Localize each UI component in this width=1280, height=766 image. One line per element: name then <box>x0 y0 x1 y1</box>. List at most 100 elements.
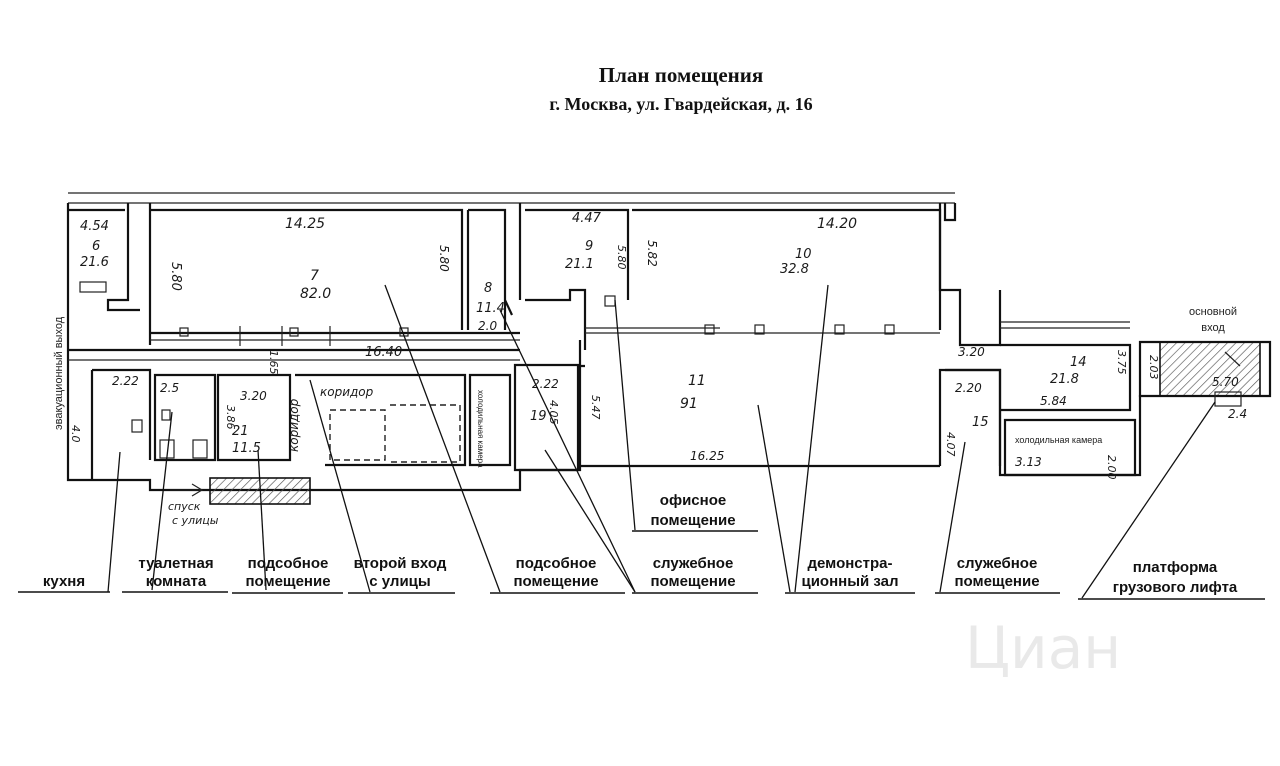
svg-text:21.6: 21.6 <box>80 255 109 270</box>
room-14-walls <box>1000 343 1132 412</box>
cold-small-walls <box>468 373 512 467</box>
svg-text:14: 14 <box>1070 355 1087 370</box>
page-subtitle: г. Москва, ул. Гвардейская, д. 16 <box>549 94 812 114</box>
svg-text:2.22: 2.22 <box>532 377 559 391</box>
svg-text:3.75: 3.75 <box>1115 350 1128 375</box>
cold-big-label: холодильная камера <box>1015 435 1102 445</box>
svg-text:3.86: 3.86 <box>224 405 237 430</box>
svg-text:2.22: 2.22 <box>112 374 139 388</box>
kitchen-walls <box>90 368 152 480</box>
svg-text:91: 91 <box>680 396 698 412</box>
svg-text:6: 6 <box>92 239 100 254</box>
svg-text:10: 10 <box>795 247 812 262</box>
cold-small-label: холодильная камера <box>476 390 485 468</box>
page-title: План помещения <box>599 63 763 87</box>
svg-text:11.5: 11.5 <box>232 441 261 456</box>
corridor-lower-walls <box>295 373 467 467</box>
callout-kitchen: кухня <box>43 573 85 590</box>
lift-platform-box <box>1214 391 1242 407</box>
svg-text:11: 11 <box>688 373 706 389</box>
room-21-walls <box>216 373 292 462</box>
stairs-arrow-icon <box>170 483 204 497</box>
svg-text:4.07: 4.07 <box>944 432 957 457</box>
callout-service1-1: служебное <box>653 555 734 572</box>
plan-inline-labels: коридор коридор холодильная камера холод… <box>168 306 1237 527</box>
svg-text:5.82: 5.82 <box>645 240 659 267</box>
callout-office-2: помещение <box>650 512 735 529</box>
corridor-ticks <box>179 326 409 346</box>
svg-text:21.1: 21.1 <box>565 257 594 272</box>
svg-text:4.47: 4.47 <box>572 211 602 226</box>
callout-aux1-2: помещение <box>245 573 330 590</box>
room-15-walls <box>945 368 1002 466</box>
svg-text:21: 21 <box>232 424 249 439</box>
svg-text:3.20: 3.20 <box>958 345 985 359</box>
dimension-labels: 16.40 1.65 2.22 4.0 2.5 3.20 3.13 2.00 5… <box>69 345 1247 480</box>
callout-demo-2: ционный зал <box>801 573 898 590</box>
room-11-walls <box>578 340 585 466</box>
svg-text:16.40: 16.40 <box>365 345 402 360</box>
svg-text:4.0: 4.0 <box>69 425 82 443</box>
stairs-label-2: с улицы <box>172 514 219 527</box>
room-19-walls <box>513 363 580 472</box>
svg-text:14.20: 14.20 <box>817 216 857 232</box>
dashed-partition <box>329 404 461 463</box>
svg-text:11.4: 11.4 <box>476 301 505 316</box>
corridor-label-b: коридор <box>287 398 301 452</box>
svg-text:3.20: 3.20 <box>240 389 267 403</box>
callout-service1-2: помещение <box>650 573 735 590</box>
svg-text:3.13: 3.13 <box>1015 455 1042 469</box>
main-entrance-label-1: основной <box>1189 306 1237 318</box>
callout-aux1-1: подсобное <box>248 555 329 572</box>
callout-entry2-2: с улицы <box>369 573 430 590</box>
svg-text:4.54: 4.54 <box>80 219 109 234</box>
main-entrance-stairs <box>1159 341 1261 397</box>
svg-text:2.4: 2.4 <box>1228 407 1247 421</box>
svg-text:82.0: 82.0 <box>300 286 331 302</box>
evac-exit-label: эвакуационный выход <box>53 316 65 430</box>
svg-text:16.25: 16.25 <box>690 449 724 463</box>
svg-text:5.80: 5.80 <box>615 245 628 270</box>
callout-aux2-2: помещение <box>513 573 598 590</box>
leader-lines <box>107 284 1216 599</box>
svg-text:8: 8 <box>484 281 492 296</box>
svg-text:21.8: 21.8 <box>1050 372 1079 387</box>
callout-toilet-1: туалетная <box>138 555 213 572</box>
svg-text:5.80: 5.80 <box>437 245 451 272</box>
svg-text:15: 15 <box>972 415 989 430</box>
cold-big-walls <box>1003 418 1137 477</box>
svg-text:5.80: 5.80 <box>168 262 183 291</box>
callout-service2-1: служебное <box>957 555 1038 572</box>
svg-text:9: 9 <box>585 239 593 254</box>
callout-service2-2: помещение <box>954 573 1039 590</box>
callout-demo-1: демонстра- <box>808 555 893 572</box>
callout-lift-1: платформа <box>1133 559 1218 576</box>
watermark-text: Циан <box>965 614 1121 682</box>
svg-text:2.20: 2.20 <box>955 381 982 395</box>
callout-aux2-1: подсобное <box>516 555 597 572</box>
svg-text:32.8: 32.8 <box>780 262 809 277</box>
svg-text:4.05: 4.05 <box>547 400 560 425</box>
room-8-walls <box>468 208 513 330</box>
exterior-wall-main <box>66 203 940 492</box>
svg-text:7: 7 <box>310 268 319 284</box>
room-6-walls <box>68 203 140 312</box>
corridor-label-a: коридор <box>320 385 374 399</box>
stairs-label-1: спуск <box>168 500 201 513</box>
callout-toilet-2: комната <box>146 573 207 590</box>
svg-text:14.25: 14.25 <box>285 216 325 232</box>
callout-office-1: офисное <box>660 492 726 509</box>
toilet-walls <box>153 373 217 462</box>
svg-text:5.84: 5.84 <box>1040 394 1067 408</box>
callout-entry2-1: второй вход <box>354 555 447 572</box>
room-7-walls <box>148 203 470 345</box>
svg-text:5.47: 5.47 <box>589 395 602 420</box>
main-entrance-label-2: вход <box>1201 322 1225 334</box>
callout-labels: кухня туалетная комната подсобное помеще… <box>18 492 1265 600</box>
svg-text:2.00: 2.00 <box>1105 455 1118 480</box>
svg-text:1.65: 1.65 <box>267 350 280 375</box>
room-numbers: 4.54 6 21.6 14.25 5.80 7 82.0 5.80 8 11.… <box>80 211 1128 463</box>
svg-text:2.5: 2.5 <box>160 381 179 395</box>
